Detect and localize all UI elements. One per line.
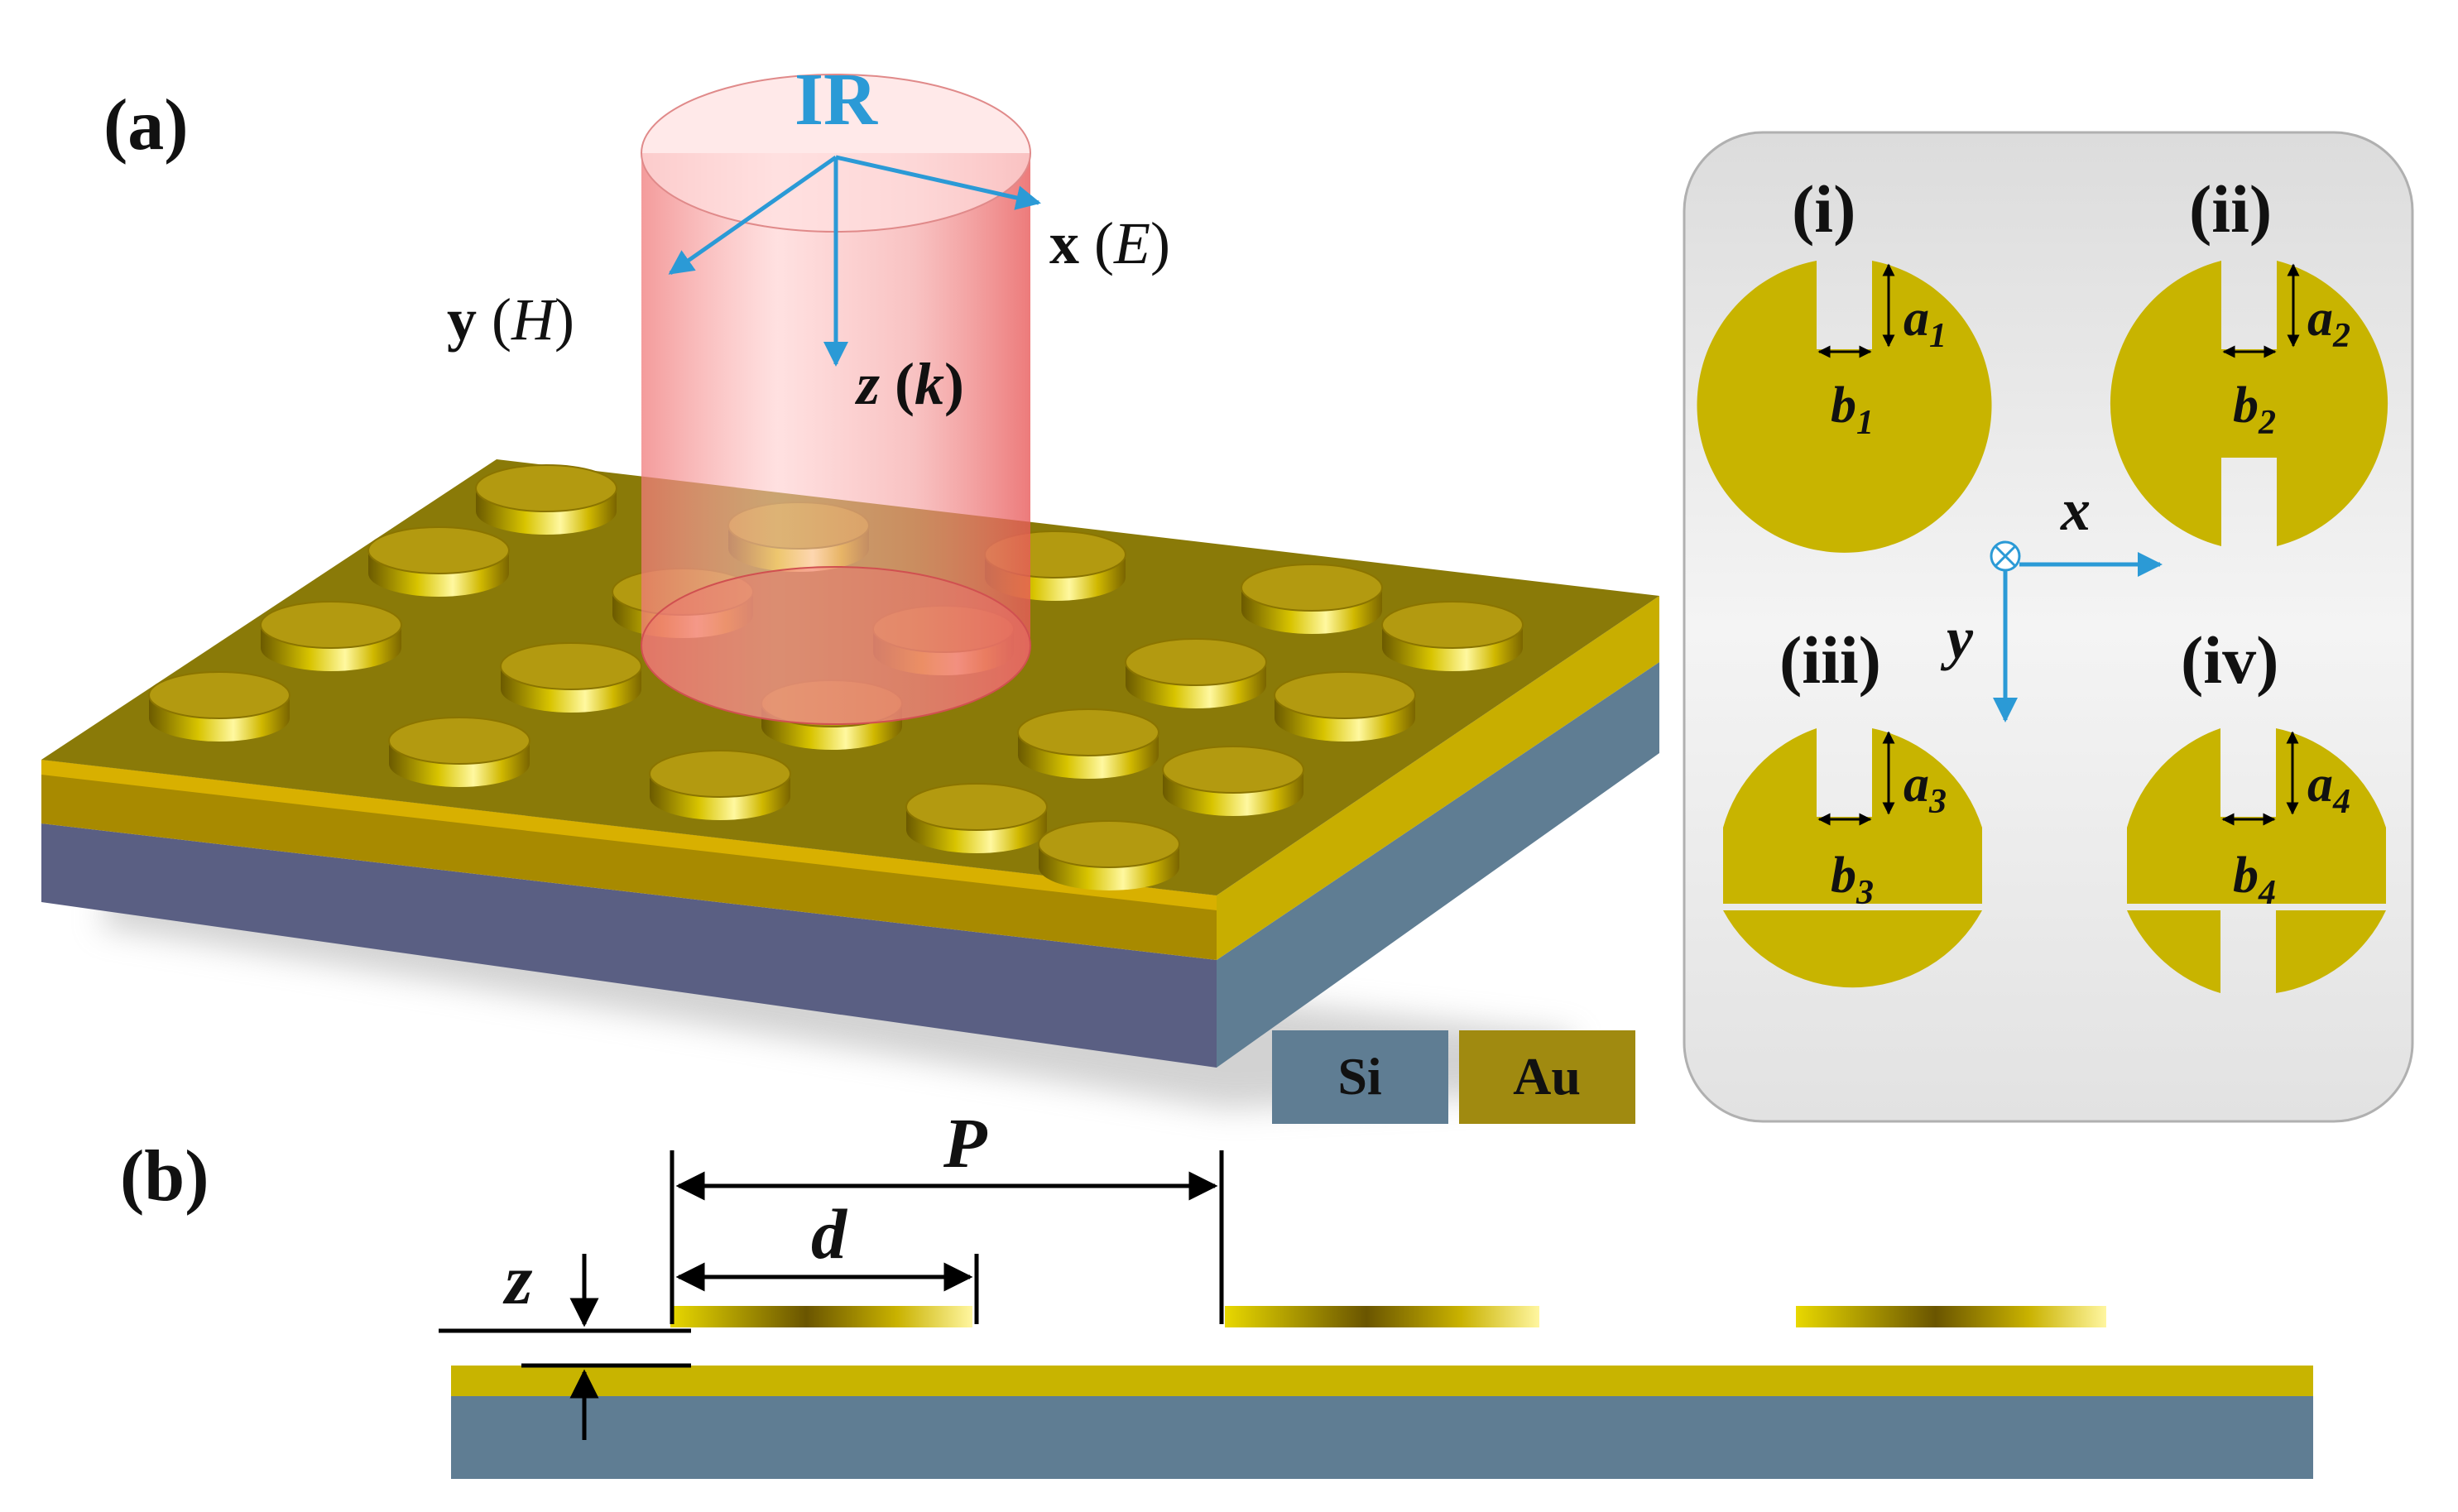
disc-top-19 (1162, 746, 1304, 794)
disc-top-7 (500, 642, 642, 690)
beam-bottom (641, 566, 1031, 725)
split-disc-shape-i (1697, 261, 1992, 553)
disc-top-13 (1241, 564, 1383, 612)
section-disc-1 (670, 1306, 972, 1327)
inset-panel: (i) (ii) (iii) (iv) a1 b1 a2 b2 a3 b3 (1683, 131, 2414, 1123)
section-disc-3 (1796, 1306, 2106, 1327)
disc-top-3 (260, 601, 402, 649)
disc-top-8 (388, 717, 530, 765)
gold-layer-side (1217, 596, 1659, 960)
disc-top-18 (1274, 671, 1416, 719)
b3-label: b3 (1831, 847, 1874, 912)
disc-array (148, 464, 1524, 890)
section-dimensions (439, 1150, 1224, 1440)
legend-si-swatch (1272, 1030, 1448, 1124)
disc-top-20 (1038, 820, 1180, 868)
y-axis-arrow (668, 155, 838, 276)
substrate-side-face (1217, 662, 1659, 1068)
disc-top-2 (367, 526, 510, 574)
disc-top-16 (905, 783, 1048, 831)
legend-si-label: Si (1337, 1047, 1381, 1106)
legend-au-swatch (1459, 1030, 1635, 1124)
beam-axes (668, 155, 1041, 367)
ir-beam (641, 74, 1031, 725)
section-disc-2 (1225, 1306, 1539, 1327)
a4-label: a4 (2307, 756, 2350, 821)
x-axis-arrow (835, 155, 1041, 210)
disc-top-1 (475, 464, 617, 512)
inset-dimension-arrows (1817, 263, 2300, 826)
y-axis-label: y (H) (447, 286, 574, 353)
disc-top-12 (649, 750, 791, 798)
section-silicon (451, 1396, 2313, 1479)
inset-dimension-labels: a1 b1 a2 b2 a3 b3 a4 b4 (1831, 290, 2350, 912)
a1-label: a1 (1904, 290, 1947, 355)
disc-top-17 (1381, 601, 1524, 649)
diameter-label: d (811, 1194, 848, 1274)
shape-label-ii: (ii) (2189, 171, 2272, 247)
b2-label: b2 (2233, 377, 2276, 442)
panel-b-label: (b) (120, 1136, 209, 1217)
shape-label-iv: (iv) (2181, 622, 2278, 698)
period-label: P (943, 1103, 988, 1183)
split-disc-shape-iv (2127, 728, 2386, 993)
split-disc-shape-ii (2110, 261, 2388, 546)
substrate-front-face (41, 823, 1217, 1068)
panel-a-label: (a) (103, 85, 189, 166)
b4-label: b4 (2233, 847, 2276, 912)
b1-label: b1 (1831, 377, 1874, 442)
disc-top-14 (1125, 638, 1267, 686)
split-disc-shape-iii (1723, 728, 1982, 988)
a2-label: a2 (2307, 290, 2350, 355)
disc-top-4 (148, 671, 290, 719)
ir-label: IR (795, 59, 878, 141)
shape-label-iii: (iii) (1779, 622, 1881, 698)
gold-layer-front (41, 760, 1217, 960)
inset-x-label: x (2060, 477, 2091, 543)
section-gold-layer (451, 1366, 2313, 1396)
cross-section (451, 1306, 2313, 1479)
disc-top-15 (1017, 708, 1159, 756)
legend-au-label: Au (1513, 1047, 1581, 1106)
z-axis-label: z (k) (854, 351, 964, 417)
a3-label: a3 (1904, 756, 1947, 821)
gap-label: z (502, 1240, 533, 1319)
beam-body (641, 153, 1030, 724)
shape-label-i: (i) (1792, 171, 1856, 247)
material-legend: Si Au (1272, 1030, 1635, 1124)
x-axis-label: x (E) (1049, 210, 1170, 276)
